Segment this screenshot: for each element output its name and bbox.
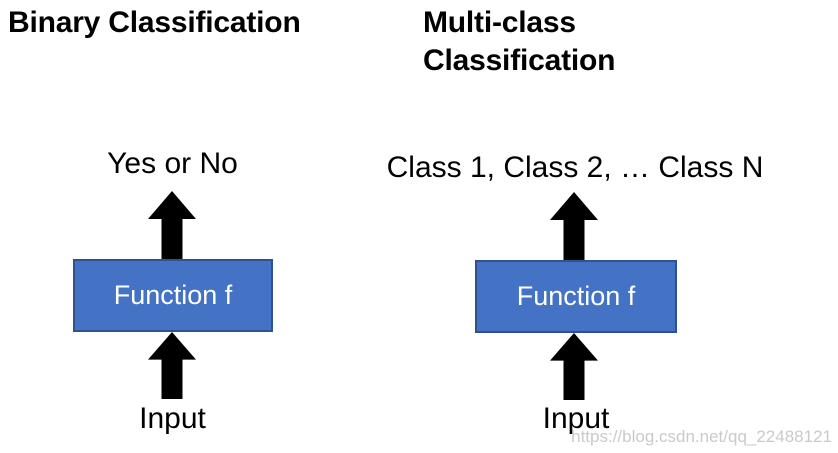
- multiclass-output-label: Class 1, Class 2, … Class N: [386, 151, 764, 184]
- function-box-label: Function f: [113, 280, 233, 310]
- up-arrow-icon: [148, 332, 196, 399]
- binary-function-box: Function f: [73, 259, 273, 332]
- binary-output-label: Yes or No: [107, 147, 238, 180]
- up-arrow-icon: [550, 192, 598, 260]
- multiclass-function-box: Function f: [475, 260, 677, 333]
- up-arrow-icon: [148, 191, 196, 259]
- function-box-label: Function f: [516, 281, 636, 311]
- binary-title: Binary Classification: [8, 6, 301, 39]
- binary-input-label: Input: [139, 402, 206, 435]
- up-arrow-icon: [550, 333, 598, 400]
- multiclass-input-label: Input: [542, 402, 610, 435]
- watermark: https://blog.csdn.net/qq_22488121: [571, 427, 832, 446]
- multiclass-title: Multi-class Classification: [423, 6, 616, 77]
